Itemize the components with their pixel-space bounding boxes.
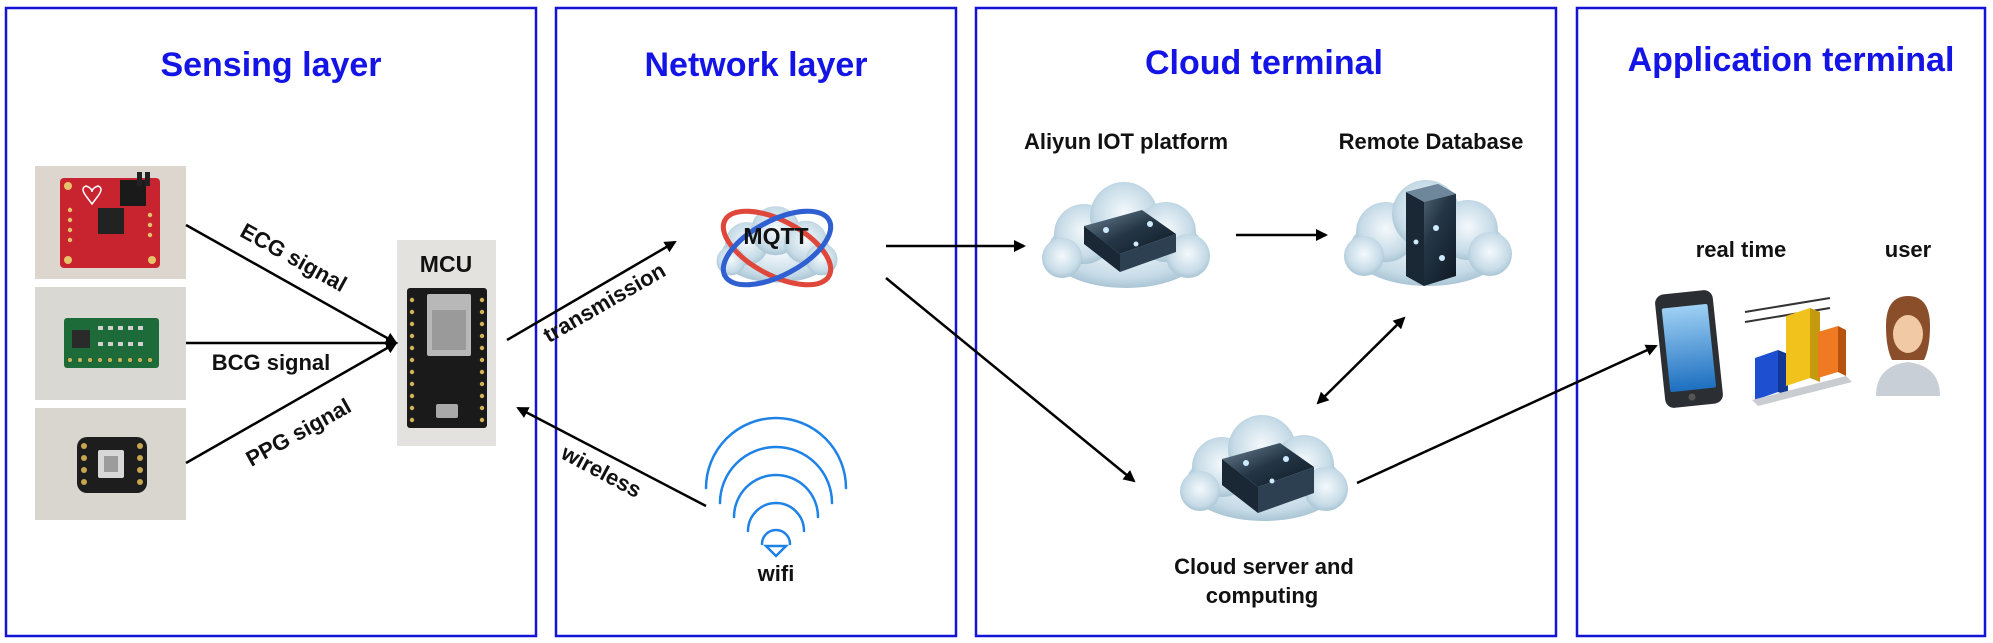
iot-platform-cloud-icon [1042,182,1210,288]
wireless-arrow [516,406,707,508]
cloud-server-label-line1: Cloud server and [1174,554,1354,579]
cloud-terminal-title: Cloud terminal [1145,44,1383,82]
smartphone-icon [1655,290,1723,408]
remote-database-label: Remote Database [1339,129,1524,154]
mcu-board-image [397,240,496,446]
application-terminal-panel [1575,6,1987,638]
wifi-icon [704,416,848,558]
ppg-sensor-image [35,408,186,520]
cloud-server-label-line2: computing [1206,583,1318,608]
cloud-server-icon [1180,415,1348,521]
database-server-arrow [1316,316,1406,405]
bcg-signal-label: BCG signal [212,350,331,375]
mqtt-label: MQTT [743,223,808,249]
bcg-sensor-image [35,287,186,400]
sensing-layer-title: Sensing layer [160,46,381,84]
network-layer-title: Network layer [645,46,868,84]
bar-chart-icon [1744,297,1852,406]
cloud-terminal-panel [974,6,1558,638]
mqtt-cloud-icon [716,206,838,288]
ppg-signal-label: PPG signal [242,393,356,471]
application-terminal-title: Application terminal [1628,41,1955,79]
iot-platform-label: Aliyun IOT platform [1024,129,1228,154]
transmission-arrow [506,240,677,342]
mcu-label: MCU [420,251,472,277]
wireless-label: wireless [556,439,645,502]
mqtt-to-server-arrow [885,277,1136,483]
user-avatar-icon [1876,296,1940,396]
user-label: user [1885,237,1932,262]
remote-database-cloud-icon [1344,180,1512,286]
wifi-label: wifi [757,561,795,586]
transmission-label: transmission [539,257,670,347]
server-to-app-arrow [1356,344,1658,485]
network-layer-panel [554,6,958,638]
realtime-label: real time [1696,237,1787,262]
ppg-arrow [185,341,398,465]
ecg-sensor-image [35,166,186,279]
ecg-arrow [185,223,398,345]
